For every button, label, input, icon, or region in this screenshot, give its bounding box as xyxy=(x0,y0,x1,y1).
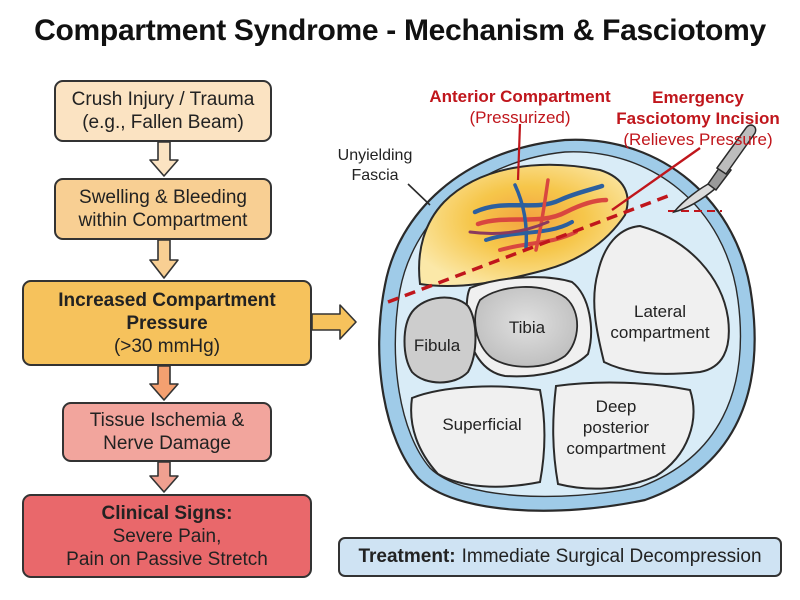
flow-step-swelling: Swelling & Bleeding within Compartment xyxy=(54,178,272,240)
incision-line xyxy=(387,194,669,304)
flow-step-increased-pressure: Increased Compartment Pressure (>30 mmHg… xyxy=(22,280,312,366)
tibia-label: Tibia xyxy=(509,318,546,337)
step5-line2: Severe Pain, xyxy=(112,525,222,547)
treatment-text: Immediate Surgical Decompression xyxy=(461,546,762,567)
lateral-compartment xyxy=(593,224,730,375)
step5-line1: Clinical Signs: xyxy=(101,502,233,524)
step3-line1: Increased Compartment xyxy=(58,289,276,311)
deep-label-line2: posterior xyxy=(583,418,649,437)
anterior-pointer xyxy=(516,123,522,181)
step3-line2: Pressure xyxy=(126,312,208,334)
step1-line1: Crush Injury / Trauma xyxy=(71,89,255,110)
fascia-pointer xyxy=(407,183,431,206)
arrow-right-to-diagram xyxy=(311,304,357,340)
incision-label-line1: Emergency xyxy=(652,88,744,107)
scalpel-icon xyxy=(671,124,757,214)
flow-step-clinical-signs: Clinical Signs: Severe Pain, Pain on Pas… xyxy=(22,494,312,578)
step4-line2: Nerve Damage xyxy=(103,433,231,454)
page-title: Compartment Syndrome - Mechanism & Fasci… xyxy=(34,14,766,47)
deep-label-line1: Deep xyxy=(596,397,637,416)
anterior-label-line1: Anterior Compartment xyxy=(429,87,611,106)
lateral-label-line1: Lateral xyxy=(634,302,686,321)
leg-cross-section xyxy=(378,138,756,512)
fasciotomy-incision xyxy=(387,123,722,304)
step5-line3: Pain on Passive Stretch xyxy=(66,548,268,570)
diagram-labels: Anterior Compartment (Pressurized) Emerg… xyxy=(338,87,780,458)
flow-step-ischemia: Tissue Ischemia & Nerve Damage xyxy=(62,402,272,462)
fibula-bone xyxy=(403,296,477,384)
anterior-label-line2: (Pressurized) xyxy=(469,108,570,127)
arrow-down-4 xyxy=(149,461,179,493)
incision-label-line2: Fasciotomy Incision xyxy=(616,109,779,128)
vessels xyxy=(468,178,609,252)
incision-label-line3: (Relieves Pressure) xyxy=(623,130,772,149)
step2-line1: Swelling & Bleeding xyxy=(79,187,247,208)
superficial-compartment xyxy=(410,385,546,488)
flow-step-crush-injury: Crush Injury / Trauma (e.g., Fallen Beam… xyxy=(54,80,272,142)
step2-line2: within Compartment xyxy=(78,210,248,231)
arrow-down-3 xyxy=(149,365,179,401)
deep-label-line3: compartment xyxy=(566,439,665,458)
step4-line1: Tissue Ischemia & xyxy=(89,410,245,431)
arrow-down-1 xyxy=(149,141,179,177)
arrow-down-2 xyxy=(149,239,179,279)
deep-posterior-compartment xyxy=(552,381,695,490)
step3-line3: (>30 mmHg) xyxy=(113,335,221,357)
step1-line2: (e.g., Fallen Beam) xyxy=(82,112,244,133)
tibia-bone xyxy=(474,286,579,368)
flow-arrows xyxy=(149,141,357,493)
fibula-label: Fibula xyxy=(414,336,461,355)
incision-pointer xyxy=(611,147,701,211)
treatment-box: Treatment: Immediate Surgical Decompress… xyxy=(338,537,782,577)
fascia-label-line1: Unyielding xyxy=(338,147,413,164)
fascia-label-line2: Fascia xyxy=(351,167,398,184)
lateral-label-line2: compartment xyxy=(610,323,709,342)
superficial-label: Superficial xyxy=(442,415,521,434)
treatment-label: Treatment: xyxy=(358,546,456,567)
